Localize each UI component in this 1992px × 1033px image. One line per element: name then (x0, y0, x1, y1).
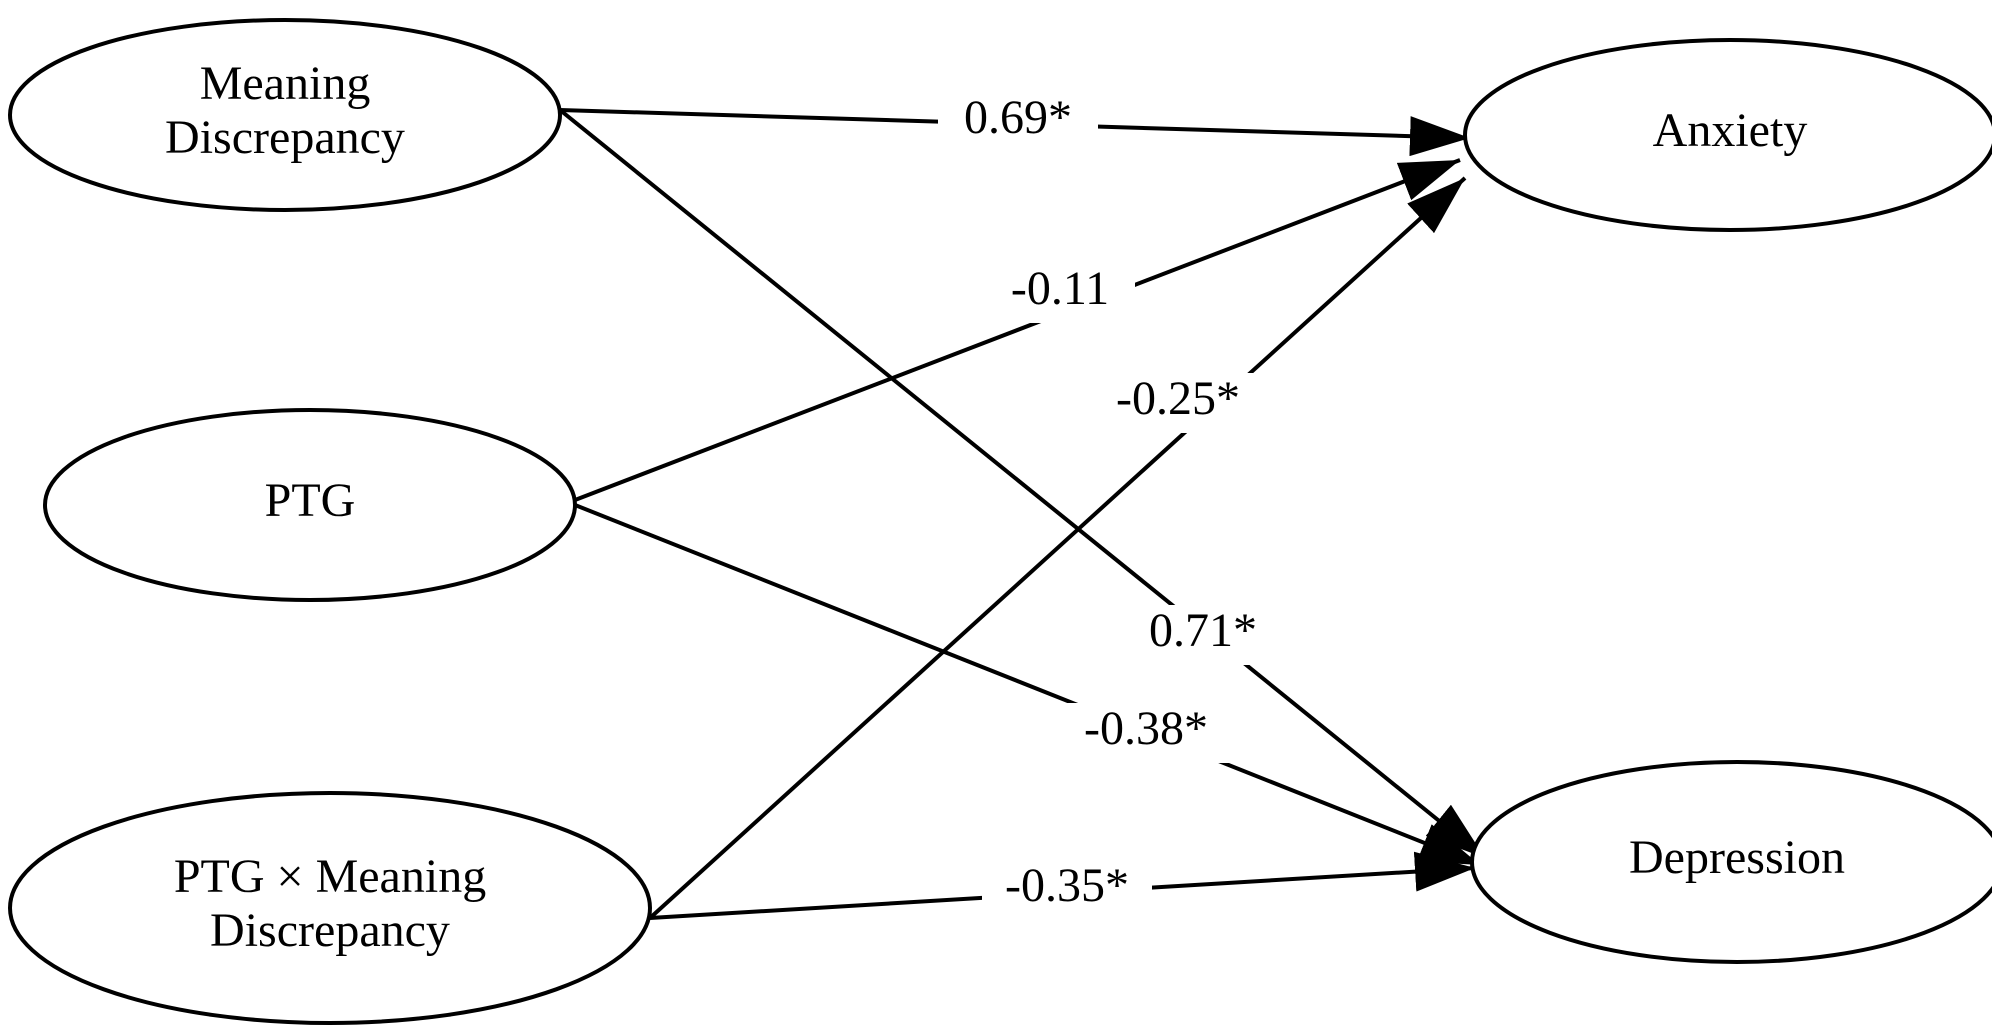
node-anxiety: Anxiety (1463, 38, 1992, 232)
edge-label-ptgxmd-anxiety: -0.25* (1116, 372, 1240, 425)
edges-layer (558, 108, 1487, 920)
edge-label-background (938, 92, 1098, 152)
node-label: Discrepancy (165, 111, 405, 164)
edge-label-background (982, 860, 1152, 920)
edge-label-ptg-depression: -0.38* (1084, 702, 1208, 755)
edge-labels-layer: 0.69* -0.11 -0.25* 0.71* -0.38* -0.35* (938, 91, 1283, 920)
node-ellipse (8, 18, 562, 212)
node-depression: Depression (1470, 760, 1992, 964)
node-ptg: PTG (43, 408, 577, 602)
node-ellipse (1463, 38, 1992, 232)
edge-md-depression (558, 108, 1487, 860)
edge-label-background (985, 263, 1135, 323)
node-label: Meaning (200, 57, 371, 110)
edge-label-ptg-anxiety: -0.11 (1011, 262, 1109, 315)
node-ellipse (43, 408, 577, 602)
node-label: PTG × Meaning (174, 850, 486, 903)
edge-ptg-anxiety (574, 158, 1461, 502)
node-label: PTG (265, 474, 356, 527)
edge-label-background (1093, 373, 1263, 433)
edge-label-md-anxiety: 0.69* (964, 91, 1072, 144)
edge-label-md-depression: 0.71* (1149, 604, 1257, 657)
edge-ptg-depression (574, 503, 1481, 867)
edge-ptgxmd-anxiety (648, 176, 1467, 920)
edge-label-background (1061, 703, 1231, 763)
edge-label-background (1123, 605, 1283, 665)
node-label: Depression (1629, 831, 1845, 884)
edge-label-ptgxmd-depression: -0.35* (1005, 859, 1129, 912)
node-ellipse (8, 791, 652, 1025)
node-label: Discrepancy (210, 904, 450, 957)
node-label: Anxiety (1653, 104, 1808, 157)
node-ellipse (1470, 760, 1992, 964)
